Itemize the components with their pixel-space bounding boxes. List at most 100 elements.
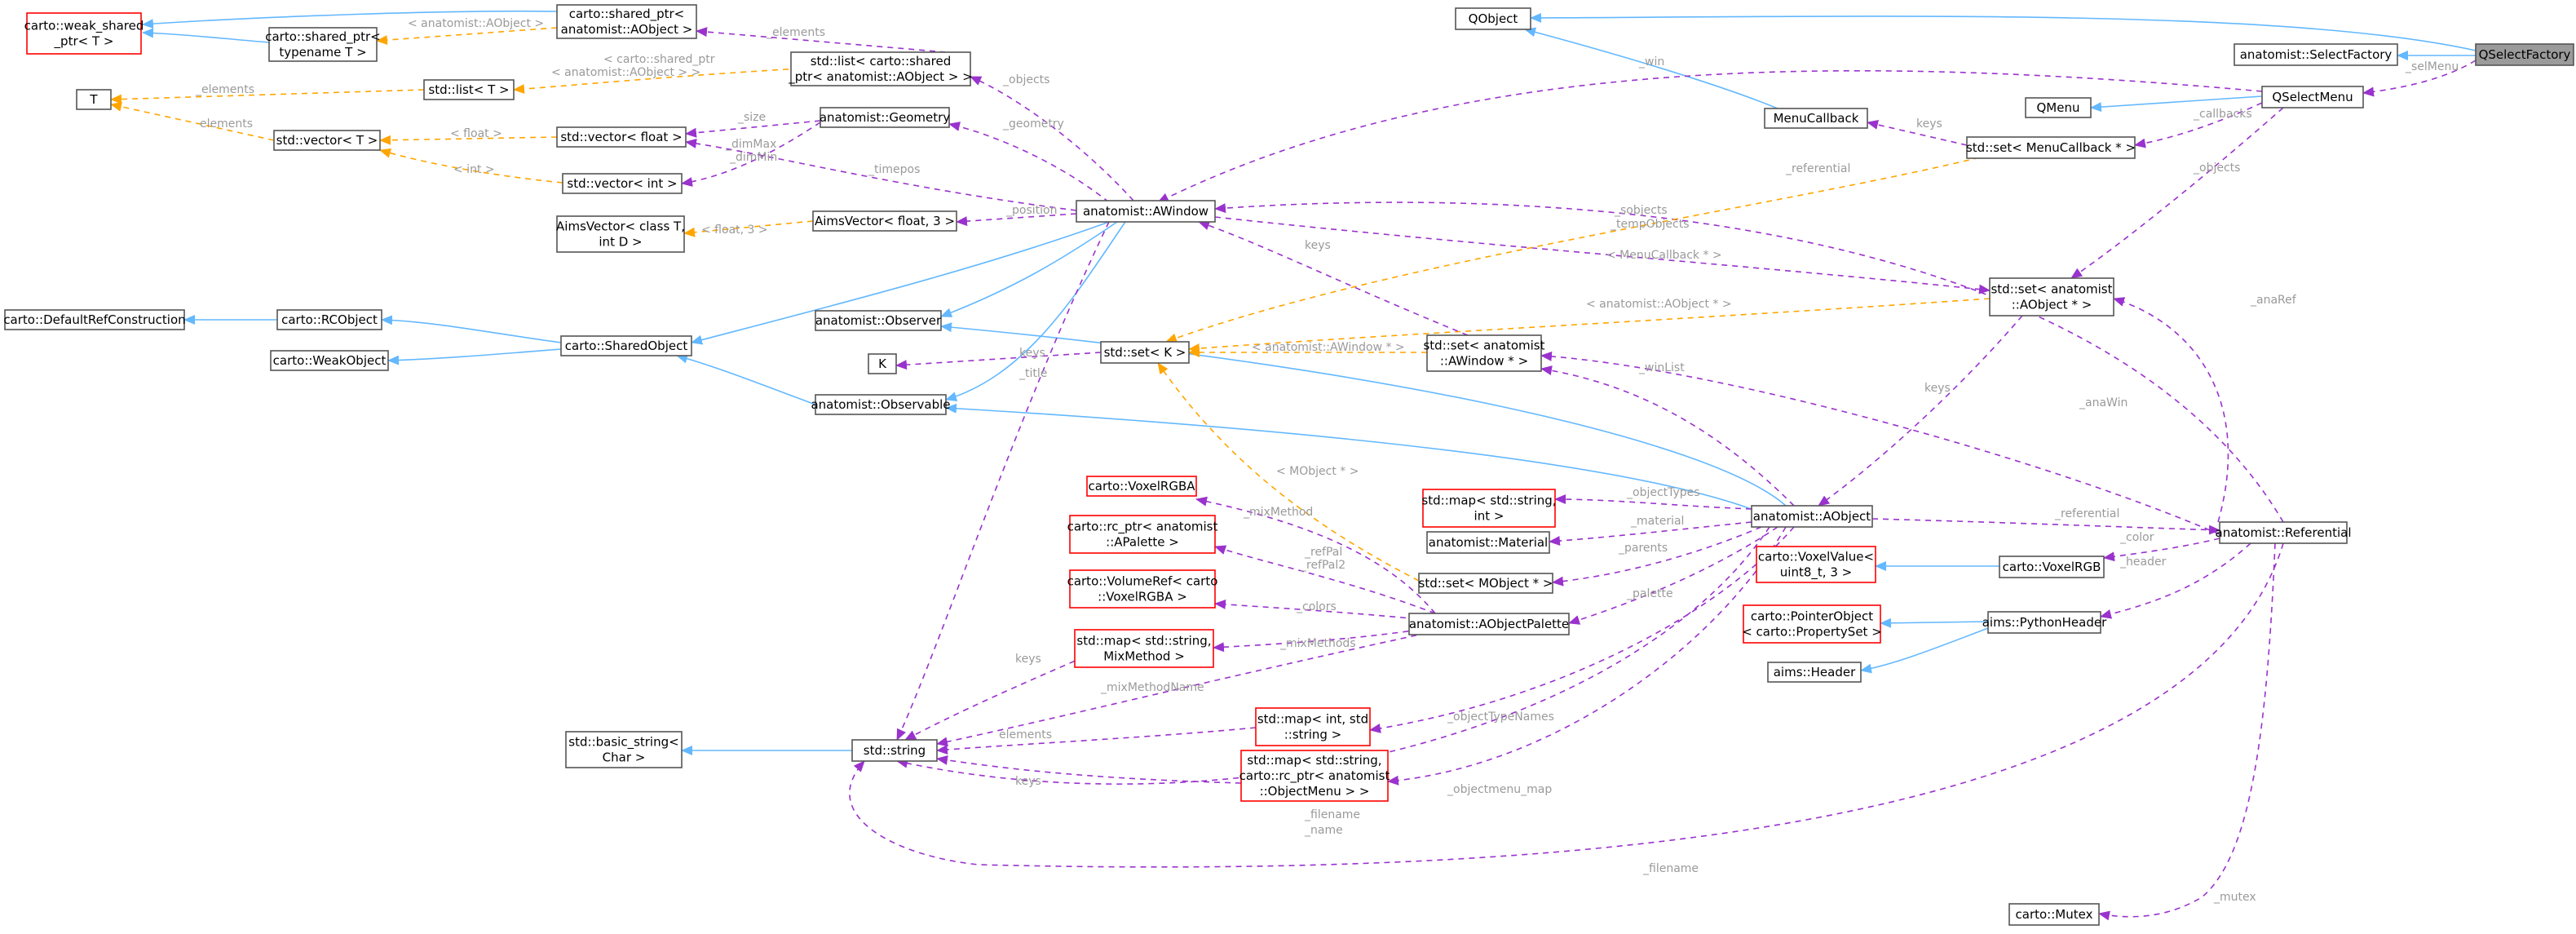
node-label: AimsVector< float, 3 > bbox=[815, 214, 955, 228]
node-list-T[interactable]: std::list< T > bbox=[423, 79, 515, 100]
node-K[interactable]: K bbox=[868, 353, 897, 374]
node-voxelrgba[interactable]: carto::VoxelRGBA bbox=[1086, 476, 1197, 497]
node-voxelrgb[interactable]: carto::VoxelRGB bbox=[1999, 556, 2105, 578]
node-vector-int[interactable]: std::vector< int > bbox=[562, 173, 683, 194]
node-map-mixmethod[interactable]: std::map< std::string,MixMethod > bbox=[1074, 629, 1214, 668]
node-awindow[interactable]: anatomist::AWindow bbox=[1076, 200, 1216, 223]
edge-label-palette: _palette bbox=[1626, 587, 1673, 600]
usage-edge bbox=[1214, 201, 2284, 523]
usage-edge bbox=[1540, 365, 1795, 507]
inheritance-edge bbox=[1530, 12, 2477, 51]
edge-label-header: _header bbox=[2119, 556, 2167, 569]
node-sharedobject[interactable]: carto::SharedObject bbox=[560, 335, 692, 356]
usage-edge bbox=[1540, 351, 2220, 535]
node-selectfactory[interactable]: anatomist::SelectFactory bbox=[2234, 43, 2398, 66]
node-label: ::AWindow * > bbox=[1440, 354, 1528, 369]
node-map-objectmenu[interactable]: std::map< std::string,carto::rc_ptr< ana… bbox=[1239, 750, 1390, 802]
node-qmenu[interactable]: QMenu bbox=[2025, 97, 2092, 118]
usage-edge bbox=[1818, 315, 2023, 507]
node-pointerobject[interactable]: carto::PointerObject< carto::PropertySet… bbox=[1742, 604, 1882, 644]
nodes: carto::weak_shared_ptr< T > carto::shared… bbox=[3, 4, 2574, 926]
edge-label-referential: _referential bbox=[1785, 162, 1850, 175]
edge-labels: < anatomist::AObject >_elements_elements… bbox=[195, 17, 2459, 904]
node-label: anatomist::AObjectPalette bbox=[1409, 617, 1569, 631]
template-edge bbox=[683, 220, 814, 237]
node-aimsvector-T[interactable]: AimsVector< class T,int D > bbox=[556, 215, 685, 253]
usage-edge bbox=[685, 120, 821, 138]
node-rc-apalette[interactable]: carto::rc_ptr< anatomist::APalette > bbox=[1067, 515, 1218, 554]
usage-edge bbox=[1552, 526, 1762, 587]
edge-label-tempobjects: _tempObjects bbox=[1610, 218, 1690, 231]
node-label: carto::weak_shared bbox=[24, 19, 144, 34]
edge-label-mixmethodname: _mixMethodName bbox=[1100, 681, 1204, 694]
edge-label-filename2: _filename bbox=[1642, 862, 1699, 875]
node-aobject[interactable]: anatomist::AObject bbox=[1751, 505, 1873, 528]
node-volumeref[interactable]: carto::VolumeRef< carto::VoxelRGBA > bbox=[1067, 569, 1218, 609]
node-T[interactable]: T bbox=[76, 89, 112, 110]
node-set-awindow[interactable]: std::set< anatomist::AWindow * > bbox=[1423, 334, 1545, 372]
node-label: anatomist::SelectFactory bbox=[2240, 47, 2393, 62]
edge-label-elements-T1: _elements bbox=[195, 83, 254, 96]
edge-label-callbacks: _callbacks bbox=[2193, 108, 2252, 121]
node-map-int-string[interactable]: std::map< int, std::string > bbox=[1255, 707, 1371, 746]
usage-edge bbox=[1369, 526, 1795, 733]
node-observable[interactable]: anatomist::Observable bbox=[811, 394, 951, 415]
node-list-shared[interactable]: std::list< carto::shared_ptr< anatomist:… bbox=[788, 51, 973, 86]
usage-edge bbox=[904, 656, 1085, 741]
node-label: typename T > bbox=[279, 45, 366, 60]
inheritance-edge bbox=[387, 348, 562, 365]
node-aobjectpalette[interactable]: anatomist::AObjectPalette bbox=[1408, 613, 1570, 635]
node-weak-shared[interactable]: carto::weak_shared_ptr< T > bbox=[24, 12, 144, 55]
node-aimsvector-f3[interactable]: AimsVector< float, 3 > bbox=[812, 210, 957, 232]
node-label: anatomist::Referential bbox=[2216, 525, 2352, 540]
edge-label-cartoshared2: < anatomist::AObject > > bbox=[551, 66, 700, 79]
usage-edge bbox=[1195, 496, 1436, 614]
usage-edge bbox=[896, 526, 1770, 785]
node-vector-T[interactable]: std::vector< T > bbox=[273, 130, 381, 151]
usage-edge bbox=[2070, 107, 2284, 279]
node-label: uint8_t, 3 > bbox=[1780, 565, 1852, 581]
node-set-mobject[interactable]: std::set< MObject * > bbox=[1418, 573, 1553, 594]
node-menucallback[interactable]: MenuCallback bbox=[1764, 108, 1868, 129]
node-material[interactable]: anatomist::Material bbox=[1426, 531, 1550, 554]
node-label: anatomist::AObject > bbox=[561, 22, 693, 37]
node-qselectfactory[interactable]: QSelectFactory bbox=[2475, 43, 2574, 66]
node-label: anatomist::Observable bbox=[811, 397, 950, 412]
node-weakobject[interactable]: carto::WeakObject bbox=[270, 350, 389, 371]
node-observer[interactable]: anatomist::Observer bbox=[815, 310, 942, 331]
edge-label-mixmethods: _mixMethods bbox=[1279, 637, 1356, 650]
node-shared-ptr-aobj[interactable]: carto::shared_ptr<anatomist::AObject > bbox=[556, 4, 697, 39]
node-label: std::set< MenuCallback * > bbox=[1966, 140, 2136, 155]
node-referential[interactable]: anatomist::Referential bbox=[2216, 521, 2352, 544]
usage-edge bbox=[970, 76, 1134, 201]
node-label: anatomist::Geometry bbox=[820, 110, 950, 125]
edge-label-anatomist-aobject: < anatomist::AObject > bbox=[408, 17, 544, 30]
edge-label-refpal: _refPal bbox=[1304, 546, 1342, 559]
usage-edge bbox=[1549, 521, 1752, 547]
edge-label-color: _color bbox=[2119, 531, 2154, 544]
node-set-aobject[interactable]: std::set< anatomist::AObject * > bbox=[1989, 277, 2114, 316]
node-shared-ptr-T[interactable]: carto::shared_ptr<typename T > bbox=[265, 27, 381, 62]
node-basic-string[interactable]: std::basic_string<Char > bbox=[565, 731, 683, 768]
node-set-menucb[interactable]: std::set< MenuCallback * > bbox=[1966, 136, 2136, 159]
node-set-K[interactable]: std::set< K > bbox=[1100, 341, 1190, 364]
edge-label-keys-menucb: keys bbox=[1916, 117, 1942, 131]
node-map-string-int[interactable]: std::map< std::string,int > bbox=[1421, 489, 1557, 528]
node-qselectmenu[interactable]: QSelectMenu bbox=[2261, 86, 2364, 108]
node-qobject[interactable]: QObject bbox=[1455, 7, 1531, 30]
node-string[interactable]: std::string bbox=[851, 739, 938, 762]
usage-edge bbox=[2113, 297, 2229, 523]
node-label: ::string > bbox=[1284, 728, 1342, 742]
node-header[interactable]: aims::Header bbox=[1767, 662, 1862, 683]
node-mutex[interactable]: carto::Mutex bbox=[2008, 903, 2100, 926]
node-default-ref[interactable]: carto::DefaultRefConstruction bbox=[3, 309, 186, 330]
node-rcobject[interactable]: carto::RCObject bbox=[276, 309, 382, 330]
node-pythonheader[interactable]: aims::PythonHeader bbox=[1982, 611, 2107, 634]
edge-label-elements-list: _elements bbox=[766, 26, 825, 39]
node-geometry[interactable]: anatomist::Geometry bbox=[820, 107, 950, 128]
node-voxelvalue[interactable]: carto::VoxelValue<uint8_t, 3 > bbox=[1756, 546, 1876, 583]
edge-label-size: _size bbox=[737, 111, 766, 124]
node-vector-float[interactable]: std::vector< float > bbox=[556, 126, 687, 148]
